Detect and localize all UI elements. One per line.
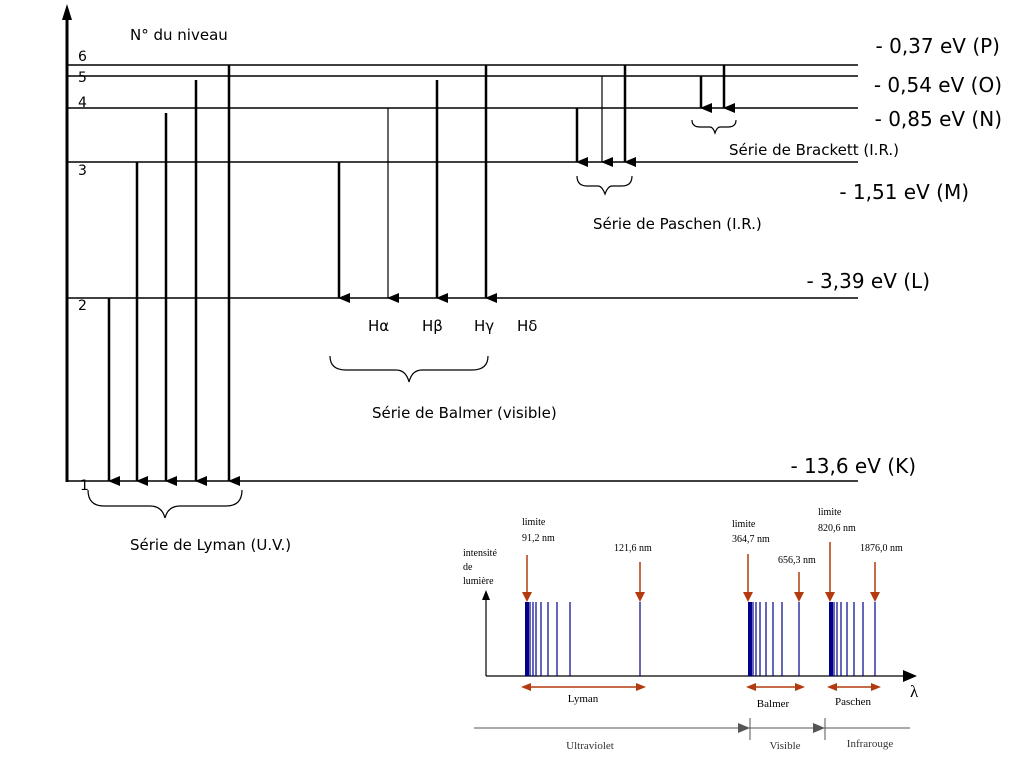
range-arrowhead — [871, 683, 881, 691]
range-arrowhead — [521, 683, 531, 691]
lyman-brace — [87, 489, 243, 519]
annotation-arrowhead — [794, 592, 804, 602]
brackett-brace — [691, 119, 737, 135]
emission-spectrum: λ intensité de lumière limite 91,2 nm — [463, 507, 919, 752]
balmer-line-h-gamma: Hγ — [474, 317, 494, 335]
lyman-limit-annotation: limite 91,2 nm — [522, 517, 555, 544]
level-number-6: 6 — [78, 49, 87, 65]
annotation-arrowhead — [522, 592, 532, 602]
uv-domain-label: Ultraviolet — [566, 740, 614, 752]
annotation-arrowhead — [743, 592, 753, 602]
lyman-series-label: Série de Lyman (U.V.) — [130, 536, 291, 554]
annotation-arrowhead — [870, 592, 880, 602]
brackett-transitions — [699, 65, 735, 113]
annotation-arrows — [522, 542, 880, 602]
balmer-alpha-annotation: 656,3 nm — [778, 555, 816, 566]
balmer-range-label: Balmer — [757, 698, 790, 710]
balmer-line-h-alpha: Hα — [368, 317, 389, 335]
paschen-transitions — [575, 65, 636, 167]
spectrum-x-axis-label: λ — [910, 682, 919, 701]
brackett-series-label: Série de Brackett (I.R.) — [729, 141, 899, 159]
spectrum-y-axis-arrowhead — [482, 590, 490, 600]
paschen-series-label: Série de Paschen (I.R.) — [593, 215, 762, 233]
balmer-series-label: Série de Balmer (visible) — [372, 404, 557, 422]
visible-domain-label: Visible — [769, 740, 800, 752]
paschen-limit-annotation: limite 820,6 nm — [818, 507, 856, 534]
lyman-transitions — [107, 65, 240, 486]
level-diagram: N° du niveau 1 2 3 4 5 6 - 13,6 eV (K) -… — [62, 4, 1002, 554]
balmer-line-h-beta: Hβ — [422, 317, 443, 335]
energy-axis-arrowhead — [62, 4, 72, 20]
domain-separator-arrow — [738, 723, 750, 733]
ir-domain-label: Infrarouge — [847, 738, 894, 750]
range-arrowhead — [636, 683, 646, 691]
axis-title: N° du niveau — [130, 26, 228, 44]
level-number-1: 1 — [80, 478, 89, 494]
balmer-limit-annotation: limite 364,7 nm — [732, 519, 770, 545]
lyman-range-label: Lyman — [568, 693, 599, 705]
range-arrowhead — [827, 683, 837, 691]
level-number-4: 4 — [78, 95, 87, 111]
balmer-transitions — [337, 65, 497, 303]
paschen-brace — [576, 175, 633, 196]
range-arrowhead — [795, 683, 805, 691]
energy-label-k: - 13,6 eV (K) — [790, 454, 916, 478]
energy-label-o: - 0,54 eV (O) — [874, 73, 1002, 97]
energy-label-l: - 3,39 eV (L) — [806, 269, 930, 293]
energy-label-n: - 0,85 eV (N) — [875, 107, 1002, 131]
domain-axis — [474, 718, 910, 740]
balmer-line-h-delta: Hδ — [517, 317, 537, 335]
energy-label-m: - 1,51 eV (M) — [839, 180, 969, 204]
spectrum-y-axis-label: intensité de lumière — [463, 548, 499, 587]
paschen-alpha-annotation: 1876,0 nm — [860, 543, 903, 554]
energy-label-p: - 0,37 eV (P) — [876, 34, 1000, 58]
level-number-2: 2 — [78, 298, 87, 314]
annotation-arrowhead — [635, 592, 645, 602]
lyman-alpha-annotation: 121,6 nm — [614, 543, 652, 554]
range-arrowhead — [746, 683, 756, 691]
spectrum-x-axis-arrowhead — [903, 670, 917, 682]
annotation-arrowhead — [825, 592, 835, 602]
paschen-range-label: Paschen — [835, 696, 872, 708]
series-range-arrows — [521, 683, 881, 691]
balmer-brace — [329, 355, 489, 383]
domain-separator-arrow — [813, 723, 825, 733]
level-number-3: 3 — [78, 163, 87, 179]
spectral-lines — [525, 602, 876, 676]
level-number-5: 5 — [78, 70, 87, 86]
